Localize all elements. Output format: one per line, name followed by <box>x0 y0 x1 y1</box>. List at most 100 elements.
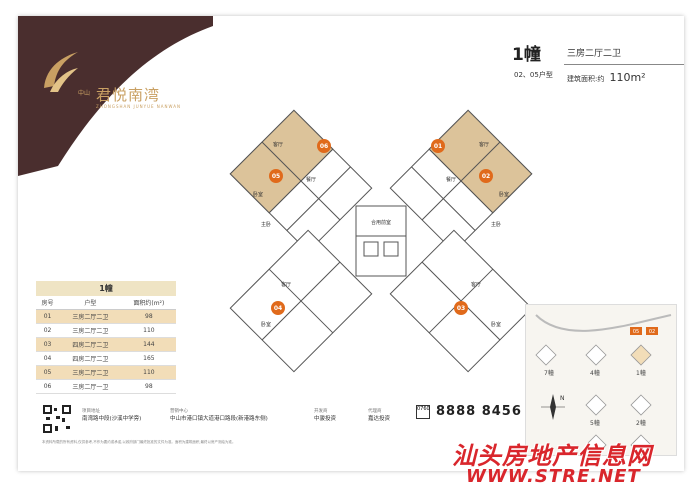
site-label: 2幢 <box>636 419 646 427</box>
compass-icon: N <box>541 394 565 420</box>
site-highlight-label: 05 <box>633 329 639 335</box>
room-label: 餐厅 <box>306 176 316 183</box>
footer-developer: 开发商 中骏投资 <box>314 408 336 422</box>
unit-number: 01 <box>434 143 442 150</box>
footer: 项目地址 南湾路中段(沙溪中学旁) 营销中心 中山市港口镇大道港口路段(新港路东… <box>28 404 521 452</box>
footer-label: 代理商 <box>368 409 382 414</box>
wing-upper-left <box>229 109 373 253</box>
cell-type: 三房二厅一卫 <box>59 379 122 394</box>
area-value: 110m² <box>609 71 646 84</box>
layout-name: 三房二厅二卫 <box>567 49 622 59</box>
core-label: 合用前室 <box>371 219 391 226</box>
cell-area: 98 <box>121 379 176 394</box>
disclaimer: 本资料所载的所有资料,仅供参考,不作为要约或承诺,以政府部门最终批准的文件为准。… <box>42 440 236 444</box>
footer-label: 项目地址 <box>82 409 100 414</box>
unit-number: 04 <box>274 305 282 312</box>
room-label: 卧室 <box>261 321 271 328</box>
floorplan-sheet: 中山 君悦南湾 ZHONGSHAN JUNYUE NANWAN 1幢 02、05… <box>18 16 684 471</box>
room-label: 卧室 <box>491 321 501 328</box>
room-label: 客厅 <box>471 281 481 288</box>
column-header: 户型 <box>59 296 122 310</box>
cell-no: 01 <box>36 309 60 324</box>
room-label: 卧室 <box>499 191 509 198</box>
qr-code-icon <box>42 404 72 434</box>
unit-03-marker <box>454 301 468 315</box>
site-highlight-label: 02 <box>649 329 655 335</box>
wing-lower-left <box>229 229 373 373</box>
unit-02-marker <box>479 169 493 183</box>
room-label: 餐厅 <box>446 176 456 183</box>
brand-name: 君悦南湾 <box>96 86 161 104</box>
room-label: 主卧 <box>491 221 501 228</box>
site-building-4 <box>585 344 607 366</box>
footer-value: 中山市港口镇大道港口路段(新港路东侧) <box>170 416 268 422</box>
brand-logo: 中山 君悦南湾 ZHONGSHAN JUNYUE NANWAN <box>40 46 181 109</box>
footer-value: 中骏投资 <box>314 416 337 422</box>
unit-01-marker <box>431 139 445 153</box>
cell-area: 110 <box>121 365 176 380</box>
cell-no: 05 <box>36 365 60 380</box>
room-label: 客厅 <box>479 141 489 148</box>
unit-number: 05 <box>272 173 280 180</box>
room-label: 客厅 <box>273 141 283 148</box>
cell-no: 06 <box>36 379 60 394</box>
unit-number: 03 <box>457 305 465 312</box>
cell-type: 三房二厅二卫 <box>59 309 122 324</box>
brand-panel: 中山 君悦南湾 ZHONGSHAN JUNYUE NANWAN <box>18 16 213 176</box>
room-label: 卧室 <box>253 191 263 198</box>
cell-area: 165 <box>121 351 176 366</box>
title-block: 1幢 02、05户型 三房二厅二卫 建筑面积:约 110m² <box>512 40 684 84</box>
area-row: 建筑面积:约 110m² <box>567 66 646 85</box>
unit-05-marker <box>269 169 283 183</box>
column-header: 面积约(m²) <box>121 296 176 310</box>
site-label: 4幢 <box>590 369 600 377</box>
cell-no: 04 <box>36 351 60 366</box>
table-caption: 1幢 <box>36 281 176 296</box>
unit-number: 06 <box>320 143 328 150</box>
central-core <box>355 205 407 277</box>
cell-no: 03 <box>36 337 60 352</box>
footer-agent: 代理商 嘉达投资 <box>368 408 390 422</box>
table-row: 02 三房二厅二卫 110 <box>36 323 176 338</box>
footer-label: 开发商 <box>314 409 328 414</box>
watermark-url: WWW.STRE.NET <box>466 466 641 487</box>
unit-table: 1幢 房号 户型 面积约(m²) 01 三房二厅二卫 98 02 三房二厅二卫 … <box>36 281 176 394</box>
footer-address: 项目地址 南湾路中段(沙溪中学旁) <box>82 408 141 422</box>
site-building-5 <box>585 394 607 416</box>
watermark-title: 汕头房地产信息网 <box>452 442 652 470</box>
floor-plan: 合用前室 客厅 餐厅 卧室 主卧 客厅 餐厅 卧室 主卧 客厅 卧室 客厅 卧室… <box>229 109 533 373</box>
site-label: 1幢 <box>636 369 646 377</box>
room-label: 客厅 <box>281 281 291 288</box>
brand-english: ZHONGSHAN JUNYUE NANWAN <box>96 104 181 109</box>
cell-type: 三房二厅二卫 <box>59 323 122 338</box>
cell-type: 四房二厅二卫 <box>59 351 122 366</box>
site-label: 7幢 <box>544 369 554 377</box>
wing-upper-right <box>389 109 533 253</box>
footer-value: 南湾路中段(沙溪中学旁) <box>82 416 142 422</box>
site-map: 7幢 4幢 1幢 5幢 2幢 05 02 <box>525 304 677 456</box>
site-building-1 <box>630 344 652 366</box>
table-row: 01 三房二厅二卫 98 <box>36 309 176 324</box>
brand-prefix: 中山 <box>78 90 91 97</box>
cell-no: 02 <box>36 323 60 338</box>
cell-area: 110 <box>121 323 176 338</box>
unit-number: 02 <box>482 173 490 180</box>
cell-area: 98 <box>121 309 176 324</box>
building-number: 1幢 <box>512 45 541 65</box>
unit-04-marker <box>271 301 285 315</box>
compass-north: N <box>560 395 565 402</box>
footer-office: 营销中心 中山市港口镇大道港口路段(新港路东侧) <box>170 408 268 422</box>
footer-label: 营销中心 <box>170 409 188 414</box>
cell-type: 四房二厅二卫 <box>59 337 122 352</box>
footer-value: 嘉达投资 <box>368 416 391 422</box>
cell-area: 144 <box>121 337 176 352</box>
room-label: 主卧 <box>261 221 271 228</box>
phone-icon: 0760 <box>416 405 430 419</box>
hotline-number: 8888 8456 <box>436 404 522 419</box>
site-building-2 <box>630 394 652 416</box>
unit-types: 02、05户型 <box>514 71 553 79</box>
brand-swoosh-icon <box>44 52 78 92</box>
table-row: 03 四房二厅二卫 144 <box>36 337 176 352</box>
column-header: 房号 <box>36 296 60 310</box>
site-label: 5幢 <box>590 419 600 427</box>
